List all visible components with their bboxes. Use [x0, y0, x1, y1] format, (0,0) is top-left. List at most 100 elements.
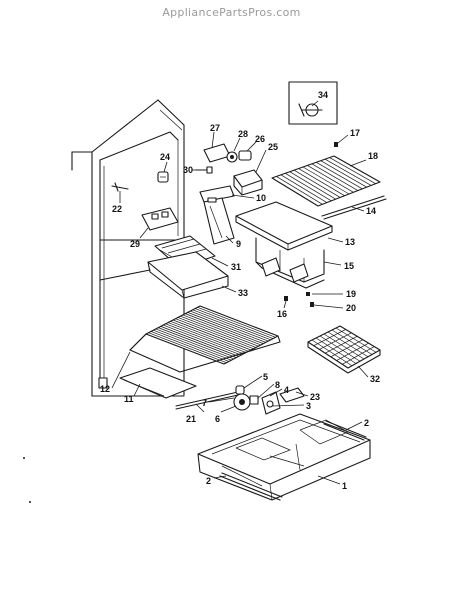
part-30: [195, 166, 213, 174]
callout-29: 29: [130, 239, 140, 249]
part-18-wire-shelf: [271, 155, 381, 207]
part-25: [233, 169, 263, 196]
hatch-line: [329, 157, 376, 185]
hatch-line: [180, 315, 259, 347]
hatch-line: [311, 163, 359, 191]
hatch-line: [335, 327, 377, 353]
part-22: [111, 182, 129, 192]
hatch-line: [327, 331, 369, 358]
callout-17: 17: [350, 128, 360, 138]
hatch-line: [192, 309, 271, 341]
part-32-grid: [307, 325, 381, 374]
part-17: [334, 142, 338, 147]
callout-13: 13: [345, 237, 355, 247]
part-33: [147, 251, 229, 299]
part-19-20-16-screws: [283, 292, 314, 309]
hatch-line: [315, 337, 357, 364]
callout-16: 16: [277, 309, 287, 319]
callout-3: 3: [306, 401, 311, 411]
callout-labels: 34 17 27 28 26 25 24 18 30 10 22 14 29 9…: [100, 90, 380, 491]
hatch-line: [331, 329, 373, 355]
part-21-rail: [175, 391, 239, 410]
callout-7: 7: [202, 398, 207, 408]
callout-6: 6: [215, 414, 220, 424]
hatch-line: [307, 165, 354, 193]
part-14: [321, 195, 387, 220]
hatch-line: [155, 328, 234, 360]
hatch-line: [313, 329, 346, 347]
callout-30: 30: [183, 165, 193, 175]
callout-33: 33: [238, 288, 248, 298]
part-34-inset: [288, 81, 338, 125]
callout-18: 18: [368, 151, 378, 161]
hatch-line: [163, 324, 242, 356]
hatch-line: [311, 339, 353, 367]
part-29: [141, 207, 179, 231]
callout-2-right: 2: [364, 418, 369, 428]
part-24: [157, 171, 169, 183]
callout-1: 1: [342, 481, 347, 491]
callout-26: 26: [255, 134, 265, 144]
part-13-shelf: [235, 201, 333, 251]
callout-12: 12: [100, 384, 110, 394]
hatch-line: [148, 332, 227, 364]
hatch-line: [330, 339, 364, 358]
hatch-line: [319, 332, 352, 350]
hatch-line: [276, 176, 323, 205]
callout-4: 4: [284, 385, 289, 395]
part-15-shelf-frame: [255, 237, 325, 289]
callout-20: 20: [346, 303, 356, 313]
stray-marks: [23, 457, 31, 503]
callout-5: 5: [263, 372, 268, 382]
hatch-line: [324, 158, 372, 186]
hatch-line: [336, 342, 369, 361]
hatch-line: [187, 312, 266, 343]
callout-19: 19: [346, 289, 356, 299]
hatch-line: [194, 308, 274, 339]
hatch-line: [324, 335, 358, 354]
hatch-line: [302, 166, 350, 195]
callout-27: 27: [210, 123, 220, 133]
hatch-line: [160, 326, 239, 357]
callout-24: 24: [160, 152, 170, 162]
hatch-line: [197, 306, 276, 338]
callout-32: 32: [370, 374, 380, 384]
hatch-line: [182, 314, 261, 346]
hatch-line: [177, 317, 257, 348]
hatch-line: [165, 323, 244, 355]
hatch-line: [153, 329, 232, 361]
hatch-line: [170, 320, 249, 352]
callout-23: 23: [310, 392, 320, 402]
part-9-10-air-duct: [199, 185, 235, 245]
callout-10: 10: [256, 193, 266, 203]
part-3-8-damper-cluster: [233, 385, 305, 415]
hatch-line: [185, 313, 264, 344]
hatch-line: [289, 171, 336, 200]
watermark-text: AppliancePartsPros.com: [162, 6, 301, 19]
callout-21: 21: [186, 414, 196, 424]
hatch-line: [158, 327, 237, 358]
hatch-line: [320, 160, 367, 188]
callout-34: 34: [318, 90, 328, 100]
callout-14: 14: [366, 206, 376, 216]
callout-15: 15: [344, 261, 354, 271]
hatch-line: [293, 169, 341, 198]
hatch-line: [298, 168, 345, 197]
part-11-panel: [119, 367, 197, 399]
hatch-line: [342, 346, 375, 365]
leader-lines: [111, 100, 369, 485]
hatch-line: [319, 335, 361, 362]
callout-25: 25: [268, 142, 278, 152]
hatch-line: [316, 161, 363, 190]
callout-28: 28: [238, 129, 248, 139]
hatch-line: [167, 322, 247, 353]
hatch-line: [190, 310, 269, 342]
hatch-line: [280, 174, 328, 203]
hatch-line: [175, 318, 254, 350]
part-12-shelf: [129, 305, 281, 373]
hatch-line: [285, 172, 332, 202]
callout-2-left: 2: [206, 476, 211, 486]
part-27-28-26-fan-assembly: [203, 143, 252, 163]
